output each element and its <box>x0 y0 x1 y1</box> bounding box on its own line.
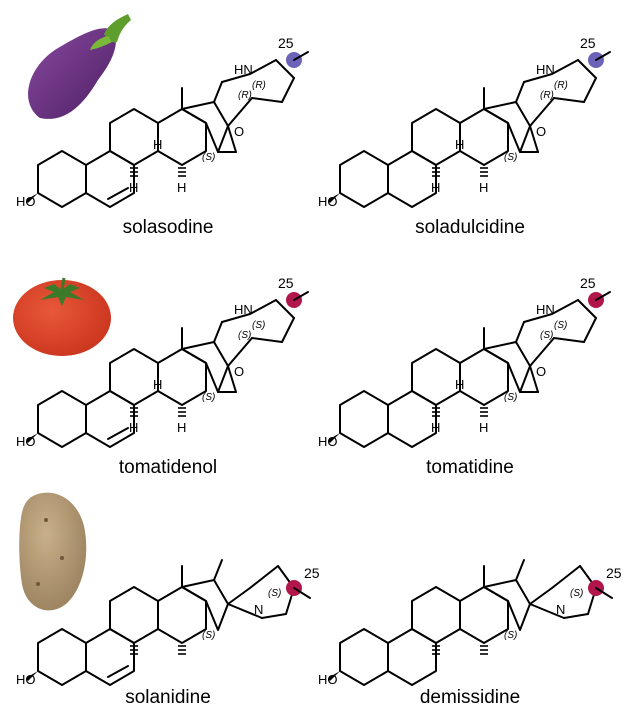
stereo-label: (S) <box>202 392 215 403</box>
compound-name: solasodine <box>123 217 214 238</box>
c25-label: 25 <box>580 35 596 51</box>
stereo-label: (S) <box>252 320 265 331</box>
c25-label: 25 <box>606 565 622 581</box>
h-label: H <box>129 420 138 435</box>
h-label: H <box>177 420 186 435</box>
molecule-soladulcidine: HO H H H O HN 25 (R) (R) (S) <box>318 35 611 209</box>
h-label: H <box>431 180 440 195</box>
o-label: O <box>234 124 244 139</box>
compound-name: soladulcidine <box>415 217 525 238</box>
n-label: N <box>254 602 263 617</box>
o-label: O <box>536 364 546 379</box>
molecule-solanidine: HO N 25 (S) (S) <box>16 559 320 687</box>
n-label: N <box>556 602 565 617</box>
ho-label: HO <box>16 672 36 687</box>
molecule-tomatidine: HO H H H O HN 25 (S) (S) (S) <box>318 275 611 449</box>
stereo-label: (S) <box>238 330 251 341</box>
eggplant-icon <box>28 14 131 119</box>
c25-label: 25 <box>304 565 320 581</box>
tomato-icon <box>13 277 111 356</box>
stereo-label: (S) <box>202 630 215 641</box>
hn-label: HN <box>234 62 253 77</box>
h-label: H <box>177 180 186 195</box>
h-label: H <box>479 180 488 195</box>
stereo-label: (R) <box>554 80 568 91</box>
o-label: O <box>234 364 244 379</box>
hn-label: HN <box>536 62 555 77</box>
stereo-label: (S) <box>504 630 517 641</box>
h-label: H <box>153 137 162 152</box>
h-label: H <box>431 420 440 435</box>
compound-name: demissidine <box>420 687 520 708</box>
compound-name: solanidine <box>125 687 211 708</box>
stereo-label: (S) <box>268 588 281 599</box>
compound-name: tomatidenol <box>119 457 217 478</box>
stereo-label: (S) <box>540 330 553 341</box>
stereo-label: (S) <box>554 320 567 331</box>
stereo-label: (S) <box>570 588 583 599</box>
hn-label: HN <box>536 302 555 317</box>
h-label: H <box>129 180 138 195</box>
potato-icon <box>19 492 87 611</box>
stereo-label: (S) <box>504 152 517 163</box>
ho-label: HO <box>16 194 36 209</box>
h-label: H <box>455 377 464 392</box>
ho-label: HO <box>318 434 338 449</box>
stereo-label: (R) <box>238 90 252 101</box>
hn-label: HN <box>234 302 253 317</box>
c25-label: 25 <box>278 275 294 291</box>
c25-label: 25 <box>580 275 596 291</box>
stereo-label: (R) <box>252 80 266 91</box>
compound-name: tomatidine <box>426 457 514 478</box>
ho-label: HO <box>16 434 36 449</box>
c25-label: 25 <box>278 35 294 51</box>
ho-label: HO <box>318 672 338 687</box>
molecule-solasodine: HO H H H O HN 25 (R) (R) (S) <box>16 35 309 209</box>
molecule-tomatidenol: HO H H H O HN 25 (S) (S) (S) <box>16 275 309 449</box>
h-label: H <box>479 420 488 435</box>
o-label: O <box>536 124 546 139</box>
stereo-label: (S) <box>202 152 215 163</box>
stereo-label: (R) <box>540 90 554 101</box>
molecule-demissidine: HO N 25 (S) (S) <box>318 559 622 687</box>
h-label: H <box>153 377 162 392</box>
h-label: H <box>455 137 464 152</box>
ho-label: HO <box>318 194 338 209</box>
stereo-label: (S) <box>504 392 517 403</box>
